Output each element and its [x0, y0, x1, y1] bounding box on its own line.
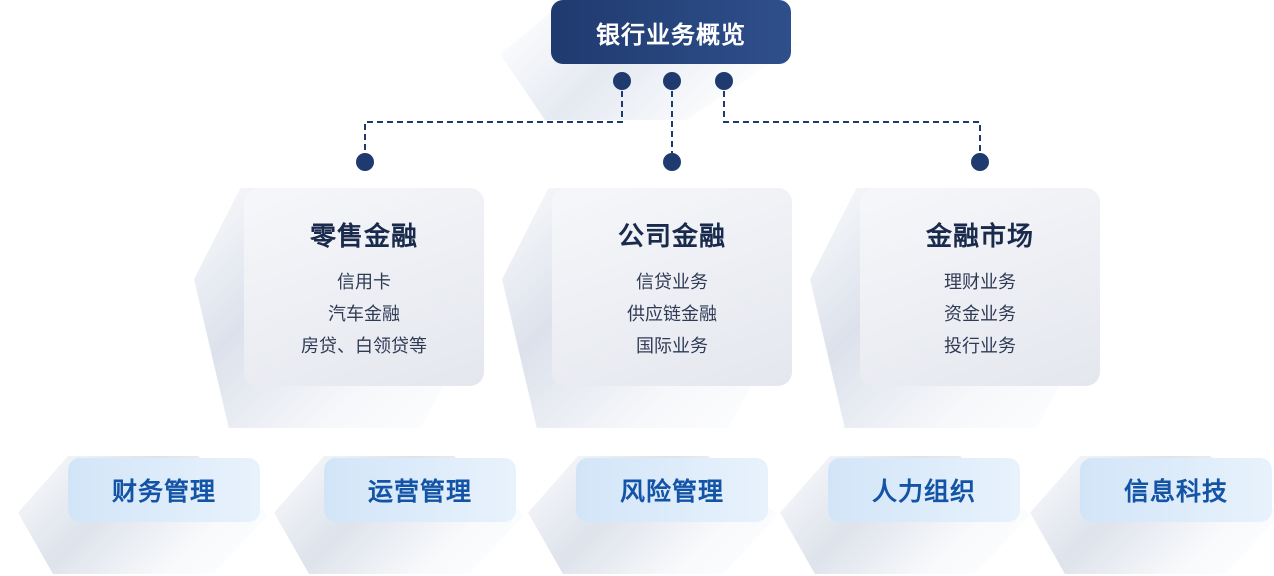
card-title: 公司金融 [617, 222, 726, 252]
connector-dot [663, 153, 681, 171]
card-item: 信贷业务 [636, 272, 708, 293]
root-node: 银行业务概览 [551, 0, 791, 64]
dept-label: 信息科技 [1123, 477, 1228, 506]
dept-finance-management: 财务管理 [68, 458, 260, 522]
dept-risk-management: 风险管理 [576, 458, 768, 522]
root-title: 银行业务概览 [596, 20, 746, 49]
dept-operations-management: 运营管理 [324, 458, 516, 522]
connector-dot [613, 72, 631, 90]
connector-dot [971, 153, 989, 171]
connector-dot [663, 72, 681, 90]
card-title: 金融市场 [925, 222, 1034, 252]
card-title: 零售金融 [309, 222, 418, 252]
card-item: 汽车金融 [328, 304, 400, 325]
dept-label: 人力组织 [871, 477, 976, 506]
dept-human-resources: 人力组织 [828, 458, 1020, 522]
connector-markets [723, 81, 981, 162]
card-corporate-finance: 公司金融 信贷业务 供应链金融 国际业务 [552, 188, 792, 386]
dept-information-technology: 信息科技 [1080, 458, 1272, 522]
card-item: 资金业务 [944, 304, 1016, 325]
dept-label: 财务管理 [111, 477, 216, 506]
card-item: 供应链金融 [627, 304, 717, 325]
dept-label: 运营管理 [367, 477, 472, 506]
card-item: 房贷、白领贷等 [301, 336, 427, 357]
card-item: 国际业务 [636, 336, 708, 357]
card-retail-finance: 零售金融 信用卡 汽车金融 房贷、白领贷等 [244, 188, 484, 386]
card-item: 理财业务 [944, 272, 1016, 293]
card-financial-markets: 金融市场 理财业务 资金业务 投行业务 [860, 188, 1100, 386]
dept-label: 风险管理 [619, 477, 724, 506]
connector-dot [715, 72, 733, 90]
connector-retail [364, 81, 623, 162]
card-item: 投行业务 [944, 336, 1016, 357]
card-item: 信用卡 [337, 272, 391, 293]
connector-dot [356, 153, 374, 171]
